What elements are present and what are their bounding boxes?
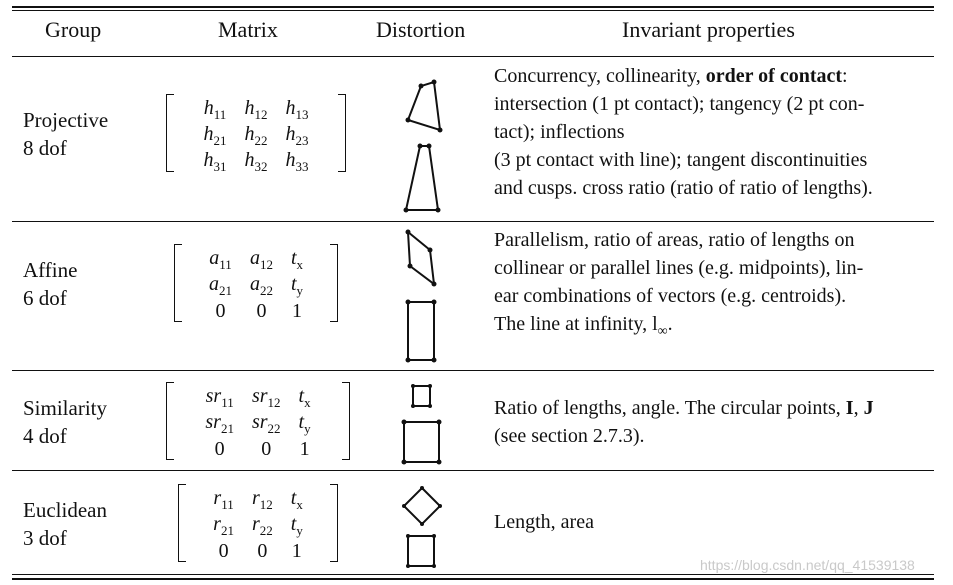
- header-rule: [12, 56, 934, 57]
- matrix-left-bracket: [174, 244, 182, 322]
- matrix-entry: ty: [298, 411, 311, 436]
- matrix-entries: sr11 sr12 tx sr21 sr22 ty 0 0 1: [196, 385, 319, 461]
- invariant-properties-projective: Concurrency, collinearity, order of cont…: [494, 62, 934, 202]
- matrix-entry: h31: [203, 149, 227, 174]
- matrix-entry: h13: [285, 97, 309, 122]
- matrix-entry: r21: [213, 513, 234, 538]
- invariant-properties-affine: Parallelism, ratio of areas, ratio of le…: [494, 226, 934, 346]
- matrix-entry: h22: [244, 123, 268, 148]
- group-dof-similarity: 4 dof: [23, 424, 67, 448]
- watermark: https://blog.csdn.net/qq_41539138: [700, 557, 915, 573]
- matrix-entry: 0: [256, 299, 267, 322]
- matrix-entry: h32: [244, 149, 268, 174]
- invariant-properties-similarity: Ratio of lengths, angle. The circular po…: [494, 394, 934, 450]
- similarity-distortion-figure: [401, 384, 442, 465]
- matrix-entries: h11 h12 h13 h21 h22 h23 h31 h32 h33: [195, 97, 318, 175]
- matrix-entry: a22: [249, 273, 273, 298]
- affine-distortion-figure: [405, 229, 437, 363]
- header-invariant-properties: Invariant properties: [622, 17, 795, 42]
- matrix-entry: h12: [244, 97, 268, 122]
- matrix-entry: a21: [208, 273, 232, 298]
- matrix-entry: r11: [213, 487, 234, 512]
- euclidean-distortion-figure: [402, 486, 442, 568]
- header-matrix: Matrix: [218, 17, 278, 42]
- matrix-entry: h33: [285, 149, 309, 174]
- top-rule-outer: [12, 6, 934, 8]
- props-line: tact); inflections: [494, 121, 625, 143]
- matrix-entry: sr21: [205, 411, 234, 436]
- row-rule-1: [12, 221, 934, 222]
- matrix-euclidean: r11 r12 tx r21 r22 ty 0 0 1: [178, 484, 338, 562]
- matrix-right-bracket: [338, 94, 346, 172]
- matrix-entries: a11 a12 tx a21 a22 ty 0 0 1: [200, 247, 312, 323]
- props-line: Concurrency, collinearity, order of cont…: [494, 65, 848, 87]
- props-line: ear combinations of vectors (e.g. centro…: [494, 285, 847, 307]
- group-dof-affine: 6 dof: [23, 286, 67, 310]
- matrix-entry: ty: [290, 513, 303, 538]
- matrix-entry: 0: [215, 299, 226, 322]
- header-distortion: Distortion: [376, 17, 466, 42]
- group-name-projective: Projective: [23, 108, 109, 132]
- header-group: Group: [45, 17, 102, 42]
- matrix-right-bracket: [342, 382, 350, 460]
- row-rule-3: [12, 470, 934, 471]
- matrix-entry: 0: [261, 437, 272, 460]
- projective-distortion-figure: [403, 79, 443, 213]
- group-name-euclidean: Euclidean: [23, 498, 107, 522]
- matrix-similarity: sr11 sr12 tx sr21 sr22 ty 0 0 1: [166, 382, 350, 460]
- props-line: (3 pt contact with line); tangent discon…: [494, 149, 868, 171]
- props-line: intersection (1 pt contact); tangency (2…: [494, 93, 865, 115]
- props-line: Length, area: [494, 511, 594, 533]
- matrix-entry: h23: [285, 123, 309, 148]
- matrix-entry: 1: [299, 437, 310, 460]
- group-dof-euclidean: 3 dof: [23, 526, 67, 550]
- props-line: (see section 2.7.3).: [494, 425, 645, 447]
- matrix-right-bracket: [330, 484, 338, 562]
- matrix-entry: sr22: [251, 411, 281, 436]
- matrix-left-bracket: [166, 94, 174, 172]
- matrix-entry: a12: [249, 247, 273, 272]
- top-rule-inner: [12, 10, 934, 11]
- matrix-projective: h11 h12 h13 h21 h22 h23 h31 h32 h33: [166, 94, 346, 175]
- invariant-properties-euclidean: Length, area: [494, 508, 934, 536]
- matrix-right-bracket: [330, 244, 338, 322]
- matrix-entry: sr12: [251, 385, 281, 410]
- props-line: and cusps. cross ratio (ratio of ratio o…: [494, 177, 873, 199]
- matrix-entry: 0: [218, 539, 229, 562]
- matrix-entry: tx: [290, 487, 303, 512]
- props-line: collinear or parallel lines (e.g. midpoi…: [494, 257, 864, 279]
- bottom-rule-inner: [12, 574, 934, 575]
- props-line: Ratio of lengths, angle. The circular po…: [494, 397, 874, 419]
- props-line: The line at infinity, l∞.: [494, 313, 673, 339]
- matrix-left-bracket: [178, 484, 186, 562]
- matrix-entries: r11 r12 tx r21 r22 ty 0 0 1: [204, 487, 312, 563]
- matrix-entry: h11: [203, 97, 227, 122]
- matrix-entry: 0: [257, 539, 268, 562]
- matrix-entry: h21: [203, 123, 227, 148]
- matrix-entry: r12: [251, 487, 273, 512]
- matrix-entry: 0: [214, 437, 225, 460]
- matrix-affine: a11 a12 tx a21 a22 ty 0 0 1: [174, 244, 338, 322]
- props-line: Parallelism, ratio of areas, ratio of le…: [494, 229, 855, 251]
- group-name-affine: Affine: [23, 258, 78, 282]
- matrix-entry: a11: [209, 247, 232, 272]
- bottom-rule-outer: [12, 578, 934, 580]
- matrix-left-bracket: [166, 382, 174, 460]
- matrix-entry: r22: [251, 513, 273, 538]
- matrix-entry: 1: [291, 539, 302, 562]
- matrix-entry: ty: [290, 273, 304, 298]
- matrix-entry: tx: [290, 247, 304, 272]
- group-dof-projective: 8 dof: [23, 136, 67, 160]
- group-name-similarity: Similarity: [23, 396, 107, 420]
- row-rule-2: [12, 370, 934, 371]
- matrix-entry: 1: [292, 299, 302, 322]
- matrix-entry: tx: [298, 385, 311, 410]
- matrix-entry: sr11: [205, 385, 234, 410]
